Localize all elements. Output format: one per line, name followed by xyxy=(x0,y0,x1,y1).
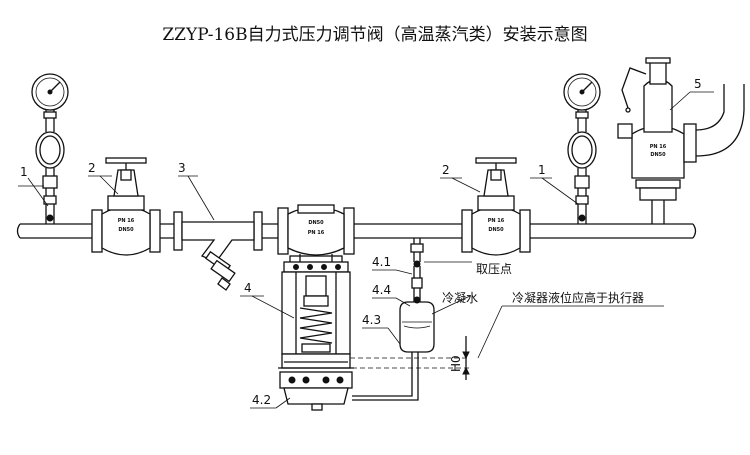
h0-label: H0 xyxy=(449,355,463,372)
left-valve-dn-mark: DN50 xyxy=(118,227,134,233)
callout-4-4: 4.4 xyxy=(372,283,391,297)
regulating-valve: DN50 PN 16 xyxy=(277,204,355,265)
callout-1-left: 1 xyxy=(20,165,28,179)
callout-4-2: 4.2 xyxy=(252,393,271,407)
reg-valve-pn-mark: PN 16 xyxy=(308,230,325,236)
pressure-gauge-left xyxy=(31,73,69,224)
relief-valve-dn-mark: DN50 xyxy=(650,152,666,158)
reg-valve-dn-mark: DN50 xyxy=(308,220,324,226)
pressure-gauge-right xyxy=(563,73,601,224)
relief-valve-pn-mark: PN 16 xyxy=(650,144,667,150)
y-strainer xyxy=(173,211,263,291)
condensate-label: 冷凝水 xyxy=(442,290,478,305)
callout-3: 3 xyxy=(178,161,186,175)
right-valve-pn-mark: PN 16 xyxy=(488,218,505,224)
pressure-tap-label: 取压点 xyxy=(476,262,512,276)
condenser xyxy=(399,296,435,353)
actuator xyxy=(281,261,351,369)
callout-2-right: 2 xyxy=(442,163,450,177)
diaphragm-chamber xyxy=(278,367,354,411)
level-reference: H0 xyxy=(280,336,470,380)
callout-2-left: 2 xyxy=(88,161,96,175)
right-valve-dn-mark: DN50 xyxy=(488,227,504,233)
condenser-level-note: 冷凝器液位应高于执行器 xyxy=(512,290,644,305)
shutoff-valve-left: PN 16 DN50 xyxy=(91,157,161,256)
left-valve-pn-mark: PN 16 xyxy=(118,218,135,224)
callout-4: 4 xyxy=(244,281,252,295)
safety-relief-valve: PN 16 DN50 xyxy=(617,57,745,224)
callout-4-3: 4.3 xyxy=(362,313,381,327)
callout-4-1: 4.1 xyxy=(372,255,391,269)
shutoff-valve-right: PN 16 DN50 xyxy=(461,157,531,256)
callout-1-right: 1 xyxy=(538,163,546,177)
leader-lines xyxy=(18,91,714,409)
diagram-title: ZZYP-16B自力式压力调节阀（高温蒸汽类）安装示意图 xyxy=(162,25,587,45)
callout-5: 5 xyxy=(694,77,702,91)
